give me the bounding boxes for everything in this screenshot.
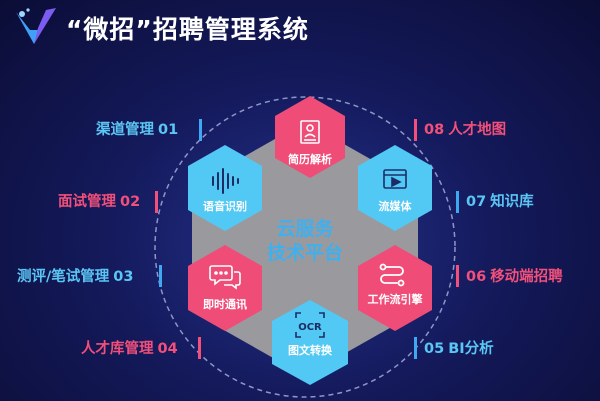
center-title-line1: 云服务 (276, 217, 334, 240)
right-item-bar (414, 119, 417, 141)
right-item-bar (456, 265, 459, 287)
hexagon-workflow-engine[interactable]: 工作流引擎 (358, 245, 432, 331)
hexagon-streaming-media[interactable]: 流媒体 (358, 145, 432, 231)
hexagon-label: 简历解析 (288, 152, 332, 166)
hexagon-label: 工作流引擎 (368, 292, 423, 306)
hexagon-voice-recognition[interactable]: 语音识别 (188, 145, 262, 231)
right-item-bar (456, 191, 459, 213)
hexagon-label: 即时通讯 (203, 297, 247, 311)
video-icon (383, 169, 407, 189)
hexagon-label: 语音识别 (203, 199, 247, 213)
left-item-bar (199, 119, 202, 141)
hexagon-instant-messaging[interactable]: 即时通讯 (188, 245, 262, 331)
left-item-bar (159, 265, 162, 287)
left-item-bar (198, 337, 201, 359)
hexagon-label: 图文转换 (288, 343, 333, 357)
voice-wave-icon (212, 168, 239, 194)
ocr-icon (295, 312, 325, 338)
page-title: “微招”招聘管理系统 (66, 15, 309, 44)
workflow-icon (379, 263, 405, 287)
logo-icon (16, 8, 56, 44)
hexagon-label: 流媒体 (379, 199, 413, 213)
ocr-icon-text: OCR (298, 322, 322, 333)
center-title-line2: 技术平台 (267, 241, 343, 264)
right-item-bar (414, 337, 417, 359)
chat-bubble-icon (209, 265, 241, 290)
hexagon-resume-parsing[interactable]: 简历解析 (275, 96, 345, 178)
outer-dashed-circle (154, 96, 456, 398)
resume-icon (300, 120, 320, 144)
left-item-bar (155, 191, 158, 213)
hexagon-ocr-conversion[interactable]: OCR 图文转换 (272, 300, 348, 385)
